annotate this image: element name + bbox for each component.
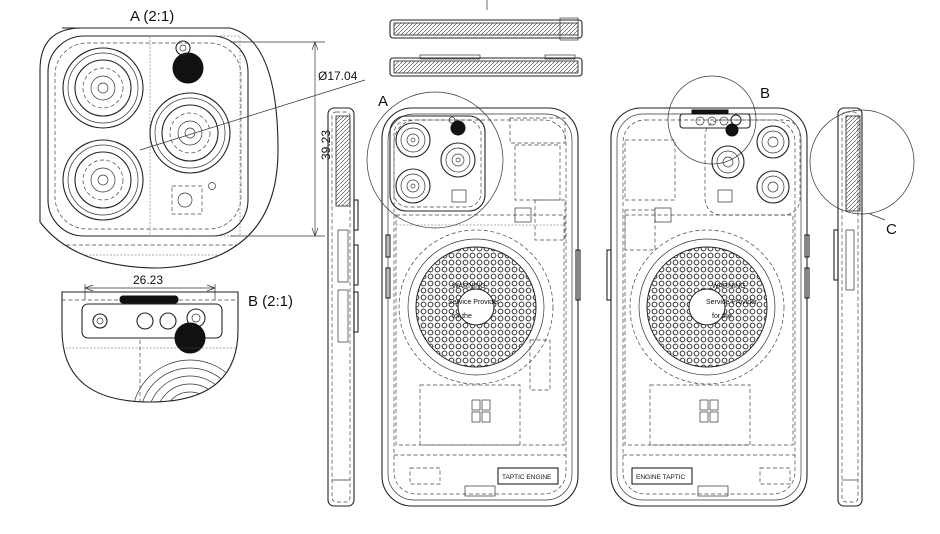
- back-service-text: Service Provider: [706, 299, 758, 306]
- flash-icon: [175, 40, 191, 56]
- front-for-the-text: for the: [452, 313, 472, 320]
- lidar-sensor-icon: [172, 52, 204, 84]
- back-battery-outline: [624, 214, 794, 446]
- back-for-the-text: for the: [712, 313, 732, 320]
- detail-a-boundary: [39, 27, 279, 269]
- bottom-edge-view: [389, 54, 583, 77]
- callout-a-label: A: [378, 93, 388, 110]
- left-side-view: [327, 107, 359, 507]
- proximity-sensor-icon: [136, 312, 154, 330]
- callout-b-label: B: [760, 85, 770, 102]
- coil-edge: [131, 359, 238, 402]
- back-taptic-engine: [631, 467, 693, 485]
- lens-bottom-left: [62, 139, 144, 221]
- right-side-view: C: [809, 107, 915, 507]
- dot-projector-icon: [174, 322, 206, 354]
- front-magsafe-ring: [398, 229, 554, 385]
- microphone-area: [171, 185, 203, 215]
- detail-a-view: A (2:1): [39, 8, 366, 269]
- front-service-text: Service Provider: [448, 299, 500, 306]
- lens-right: [149, 92, 231, 174]
- front-taptic-engine: [497, 467, 559, 485]
- detail-b-label: B (2:1): [248, 293, 293, 310]
- detail-b-view: 26.23 B (2:1): [61, 273, 293, 403]
- camera-bump-outline: [47, 35, 249, 237]
- detail-a-label: A (2:1): [130, 8, 174, 25]
- lens-top-left: [62, 47, 144, 129]
- front-taptic-label: TAPTIC ENGINE: [502, 474, 552, 481]
- top-edge-view: [389, 17, 583, 41]
- callout-c-circle: [809, 109, 915, 215]
- back-warning-text: WARNING: [712, 283, 746, 290]
- height-dimension: 39.23: [319, 130, 333, 160]
- battery-outline: [395, 214, 565, 446]
- width-dimension: 26.23: [133, 273, 163, 287]
- front-warning-text: WARNING: [452, 283, 486, 290]
- back-taptic-label: ENGINE TAPTIC: [636, 474, 686, 481]
- speaker-slot: [119, 295, 179, 304]
- diameter-dimension: Ø17.04: [318, 69, 358, 83]
- back-phone-view: B WARNING Service Provider for the EN: [606, 75, 810, 507]
- front-camera-bump: [389, 115, 486, 212]
- back-magsafe-ring: [629, 229, 785, 385]
- diameter-leader-line: [139, 79, 366, 151]
- sensor-housing: [81, 303, 223, 339]
- front-phone-view: A WARNING Service Provider for the TAPTI…: [366, 91, 581, 507]
- back-camera-bump: [704, 119, 801, 216]
- ambient-sensor-icon: [159, 312, 177, 330]
- callout-a-circle: [366, 91, 504, 229]
- detail-b-boundary: [61, 291, 239, 403]
- callout-c-label: C: [886, 221, 897, 238]
